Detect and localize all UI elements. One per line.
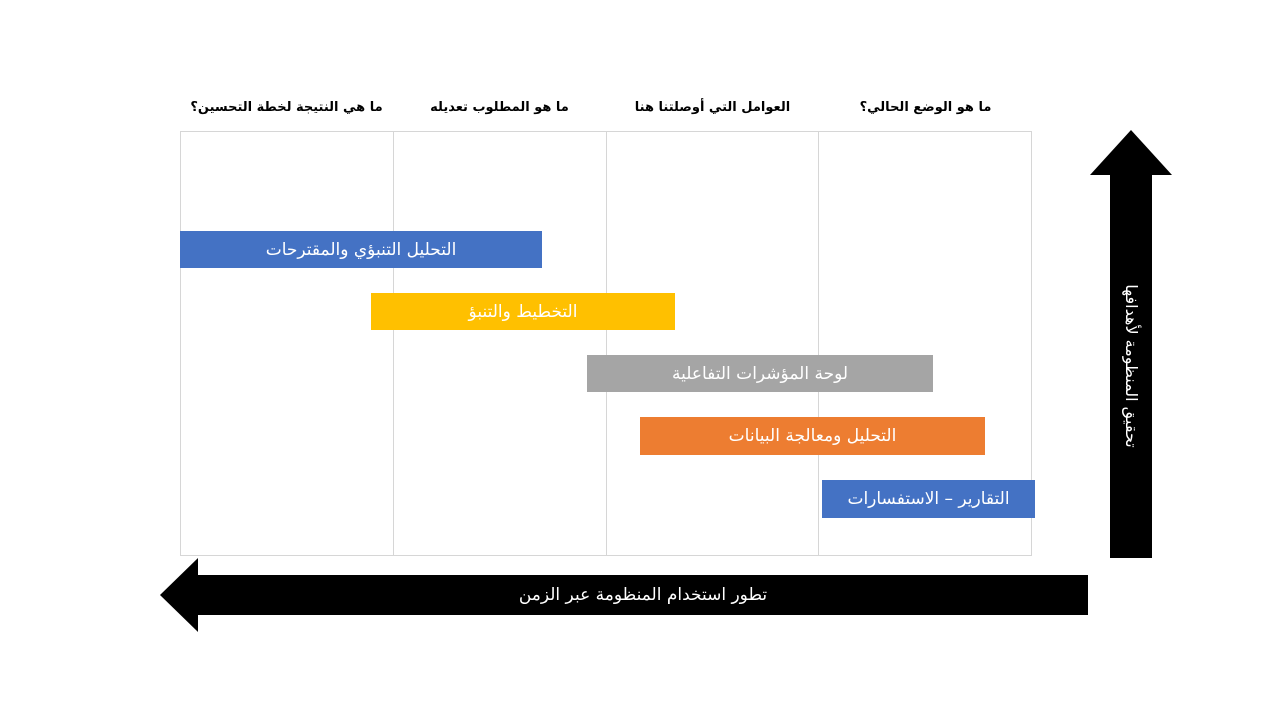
grid-column-contributing-factors	[607, 132, 820, 555]
horizontal-axis-label: تطور استخدام المنظومة عبر الزمن	[198, 575, 1088, 615]
left-arrow-head-icon	[160, 558, 198, 632]
column-header-required-changes: ما هو المطلوب تعديله	[430, 100, 569, 115]
grid-column-required-changes	[394, 132, 607, 555]
up-arrow-head-icon	[1090, 130, 1172, 175]
stage-bar-reports-inquiries: التقارير – الاستفسارات	[822, 480, 1035, 518]
stage-bar-interactive-dashboard: لوحة المؤشرات التفاعلية	[587, 355, 933, 392]
stage-bar-predictive-analytics: التحليل التنبؤي والمقترحات	[180, 231, 542, 268]
grid-column-improvement-outcome	[181, 132, 394, 555]
up-arrow-shaft	[1110, 174, 1152, 558]
column-header-current-state: ما هو الوضع الحالي؟	[859, 100, 992, 115]
stage-bar-planning-forecasting: التخطيط والتنبؤ	[371, 293, 675, 330]
column-headers-row: ما هو الوضع الحالي؟ العوامل التي أوصلتنا…	[180, 94, 1032, 122]
vertical-axis-label: تحقيق المنظومة لأهدافها	[1122, 284, 1141, 448]
stage-bar-data-processing-analysis: التحليل ومعالجة البيانات	[640, 417, 985, 455]
column-header-contributing-factors: العوامل التي أوصلتنا هنا	[634, 100, 791, 115]
column-header-improvement-outcome: ما هي النتيجة لخطة التحسين؟	[190, 100, 383, 115]
matrix-grid	[180, 131, 1032, 556]
